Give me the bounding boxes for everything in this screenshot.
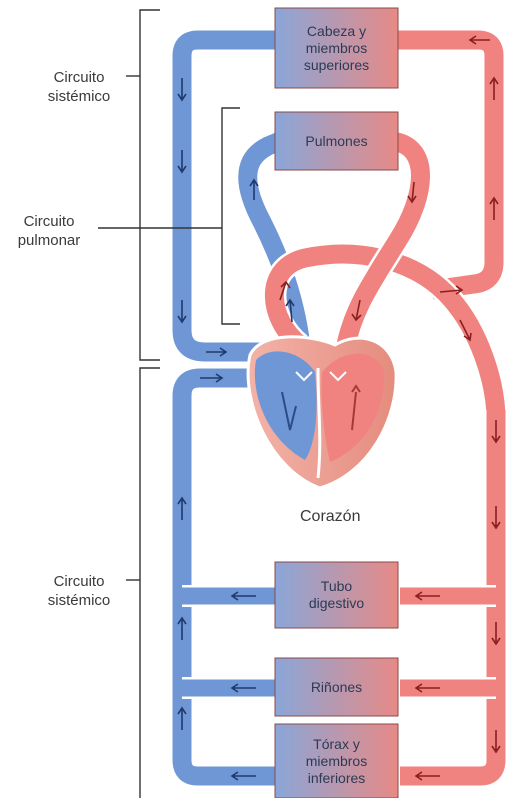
bracket-pulmonar [222, 108, 240, 324]
organ-label-cabeza: Cabeza y miembros superiores [275, 8, 398, 88]
heart [248, 337, 396, 488]
organ-label-tubo: Tubo digestivo [275, 562, 398, 628]
bracket-sistemico-top [140, 10, 160, 360]
vena-cava-inferior-path [182, 378, 275, 776]
label-circuito-pulmonar: Circuito pulmonar [4, 212, 94, 250]
label-corazon: Corazón [300, 508, 360, 526]
organ-label-pulmones: Pulmones [275, 112, 398, 170]
label-circuito-sistemico-top: Circuito sistémico [36, 68, 122, 106]
organ-label-rinones: Riñones [275, 658, 398, 716]
label-circuito-sistemico-bottom: Circuito sistémico [36, 572, 122, 610]
bracket-sistemico-bottom [140, 368, 160, 798]
organ-label-torax: Tórax y miembros inferiores [275, 724, 398, 798]
